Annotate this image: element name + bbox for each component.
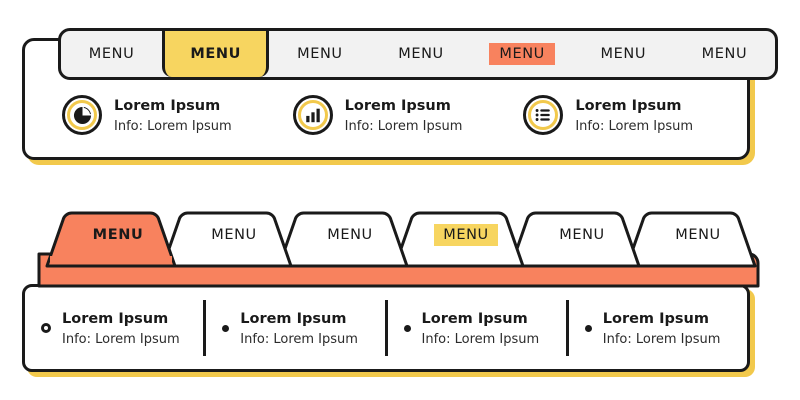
list-item-title: Lorem Ipsum [240,310,347,327]
tab-label: MENU [92,227,144,243]
trap-tab-menu-1-active[interactable]: MENU [63,224,173,246]
feature-title: Lorem Ipsum [575,97,682,114]
feature-text-block: Lorem Ipsum Info: Lorem Ipsum [575,95,693,135]
tab-menu-6[interactable]: MENU [573,31,674,77]
trap-tab-menu-4-highlighted[interactable]: MENU [411,224,521,246]
panel-two-card: Lorem Ipsum Info: Lorem Ipsum Lorem Ipsu… [22,284,750,372]
feature-text-block: Lorem Ipsum Info: Lorem Ipsum [114,95,232,135]
bullet-ring-icon [41,323,51,333]
trap-tab-menu-2[interactable]: MENU [179,224,289,246]
list-item-subtitle: Info: Lorem Ipsum [421,331,540,347]
bullet-dot-icon [222,324,230,332]
tab-label: MENU [489,43,555,65]
trap-tab-menu-3[interactable]: MENU [295,224,405,246]
list-item-2[interactable]: Lorem Ipsum Info: Lorem Ipsum [206,300,388,356]
feature-title: Lorem Ipsum [344,97,451,114]
tab-label: MENU [190,46,242,62]
tab-label: MENU [297,46,343,62]
list-item-subtitle: Info: Lorem Ipsum [602,331,721,347]
list-icon [523,95,564,135]
pie-chart-icon [62,95,102,135]
tab-menu-5-highlighted[interactable]: MENU [472,31,573,77]
feature-subtitle: Info: Lorem Ipsum [575,118,694,134]
tab-label: MENU [88,46,135,62]
feature-item-2[interactable]: Lorem Ipsum Info: Lorem Ipsum [271,95,502,135]
list-item-title: Lorem Ipsum [62,310,169,327]
list-item-text-block: Lorem Ipsum Info: Lorem Ipsum [422,308,540,348]
feature-subtitle: Info: Lorem Ipsum [344,118,463,134]
tab-menu-2-active[interactable]: MENU [162,31,270,77]
tab-label: MENU [211,227,257,243]
feature-subtitle: Info: Lorem Ipsum [114,118,232,134]
trap-tab-menu-6[interactable]: MENU [643,224,753,246]
menu-panel-flat-tabs: MENU MENU MENU MENU MENU MENU MENU [22,28,778,160]
tab-menu-1[interactable]: MENU [61,31,162,77]
tab-menu-7[interactable]: MENU [674,31,775,77]
bullet-dot-icon [584,324,592,332]
panel-one-tabstrip: MENU MENU MENU MENU MENU MENU MENU [58,28,778,80]
tab-label: MENU [398,46,444,62]
list-item-text-block: Lorem Ipsum Info: Lorem Ipsum [240,308,358,348]
list-item-title: Lorem Ipsum [602,310,709,327]
tab-menu-4[interactable]: MENU [370,31,471,77]
feature-text-block: Lorem Ipsum Info: Lorem Ipsum [345,95,463,135]
tab-label: MENU [600,46,647,62]
tab-label: MENU [675,227,721,243]
panel-two-tabstrip: MENU MENU MENU MENU MENU MENU [36,202,764,288]
list-item-text-block: Lorem Ipsum Info: Lorem Ipsum [62,308,180,348]
list-item-3[interactable]: Lorem Ipsum Info: Lorem Ipsum [388,300,569,356]
list-item-subtitle: Info: Lorem Ipsum [62,331,180,347]
bar-chart-icon [292,95,333,135]
tab-label: MENU [701,46,748,62]
list-item-text-block: Lorem Ipsum Info: Lorem Ipsum [603,308,721,348]
list-item-subtitle: Info: Lorem Ipsum [240,331,358,347]
feature-item-1[interactable]: Lorem Ipsum Info: Lorem Ipsum [40,95,271,135]
list-item-4[interactable]: Lorem Ipsum Info: Lorem Ipsum [569,300,747,356]
menu-panel-trapezoid-tabs: Lorem Ipsum Info: Lorem Ipsum Lorem Ipsu… [22,202,778,378]
feature-item-3[interactable]: Lorem Ipsum Info: Lorem Ipsum [501,95,732,135]
tab-menu-3[interactable]: MENU [269,31,370,77]
panel-one-feature-row: Lorem Ipsum Info: Lorem Ipsum Lorem Ipsu… [22,80,750,150]
feature-title: Lorem Ipsum [114,97,221,114]
trap-tab-menu-5[interactable]: MENU [527,224,637,246]
bullet-dot-icon [403,324,411,332]
list-item-title: Lorem Ipsum [421,310,528,327]
tab-label: MENU [559,227,605,243]
tab-label: MENU [327,227,373,243]
list-item-1[interactable]: Lorem Ipsum Info: Lorem Ipsum [25,300,207,356]
tab-label: MENU [434,224,498,246]
